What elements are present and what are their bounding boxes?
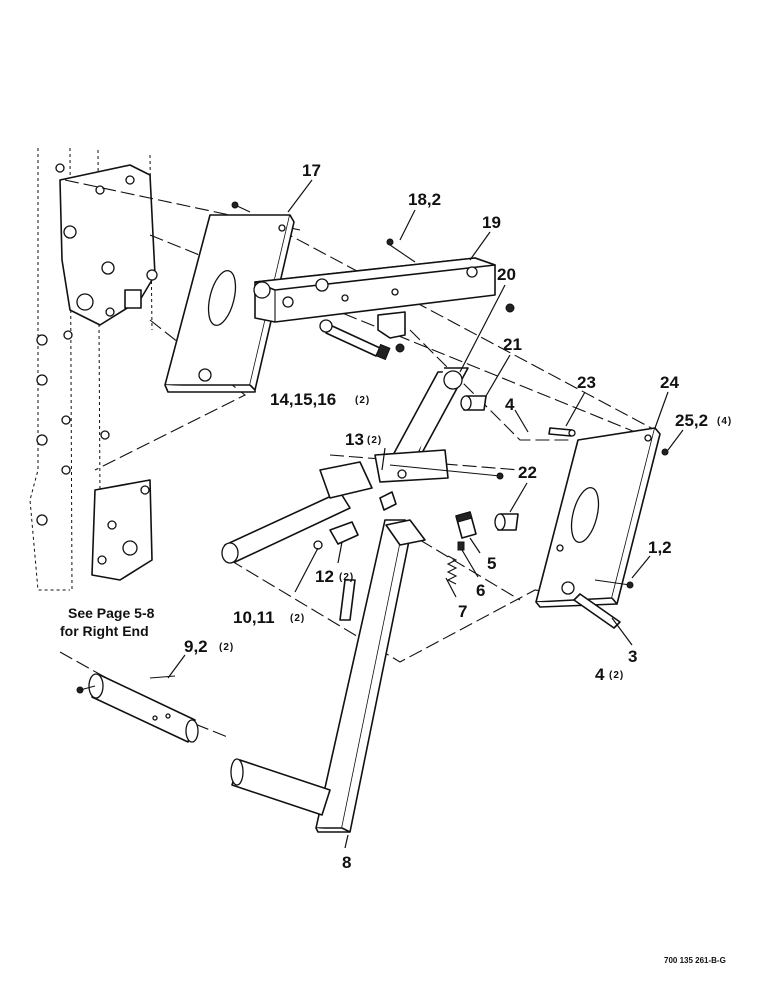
long-bolt xyxy=(319,319,391,361)
label-19: 19 xyxy=(482,213,501,232)
qty-14: (2) xyxy=(355,395,370,406)
label-3: 3 xyxy=(628,647,637,666)
block-5 xyxy=(455,511,477,539)
label-6: 6 xyxy=(476,581,485,600)
cylinder-tube xyxy=(221,461,397,564)
left-mount-plate xyxy=(164,201,295,393)
part-labels: 17 18,2 19 20 21 23 24 25,2 (4) 14,15,16… xyxy=(184,161,732,872)
label-4-upper: 4 xyxy=(505,395,515,414)
pivot-arm xyxy=(374,367,504,483)
label-14-15-16: 14,15,16 xyxy=(270,390,336,409)
pin-23 xyxy=(548,427,576,437)
label-10-11: 10,11 xyxy=(233,608,275,627)
label-17: 17 xyxy=(302,161,321,180)
frame-side-panel xyxy=(29,147,158,591)
label-25-2: 25,2 xyxy=(675,411,708,430)
bushing-21 xyxy=(460,395,487,411)
label-7: 7 xyxy=(458,602,467,621)
qty-13: (2) xyxy=(367,435,382,446)
qty-4-lower: (2) xyxy=(609,670,624,681)
note-line-2: for Right End xyxy=(60,623,149,639)
right-mount-plate xyxy=(535,427,669,629)
upper-channel-bar xyxy=(253,238,515,353)
spring-6 xyxy=(446,541,465,585)
bolt-7 xyxy=(339,579,356,621)
label-4-lower: 4 xyxy=(595,665,605,684)
cross-reference-note: See Page 5-8 for Right End xyxy=(60,605,155,639)
label-12: 12 xyxy=(315,567,334,586)
qty-12: (2) xyxy=(339,572,354,583)
qty-9: (2) xyxy=(219,642,234,653)
label-22: 22 xyxy=(518,463,537,482)
bushing-22 xyxy=(494,513,519,531)
note-line-1: See Page 5-8 xyxy=(68,605,155,621)
label-20: 20 xyxy=(497,265,516,284)
label-18-2: 18,2 xyxy=(408,190,441,209)
qty-10: (2) xyxy=(290,613,305,624)
label-24: 24 xyxy=(660,373,679,392)
qty-25: (4) xyxy=(717,416,732,427)
leader-lines xyxy=(167,179,684,849)
label-23: 23 xyxy=(577,373,596,392)
label-8: 8 xyxy=(342,853,351,872)
label-1-2: 1,2 xyxy=(648,538,672,557)
shaft-end xyxy=(76,673,199,743)
label-9-2: 9,2 xyxy=(184,637,208,656)
label-21: 21 xyxy=(503,335,522,354)
long-arm xyxy=(230,519,426,833)
label-13: 13 xyxy=(345,430,364,449)
drawing-code: 700 135 261-B-G xyxy=(664,956,726,965)
label-5: 5 xyxy=(487,554,496,573)
